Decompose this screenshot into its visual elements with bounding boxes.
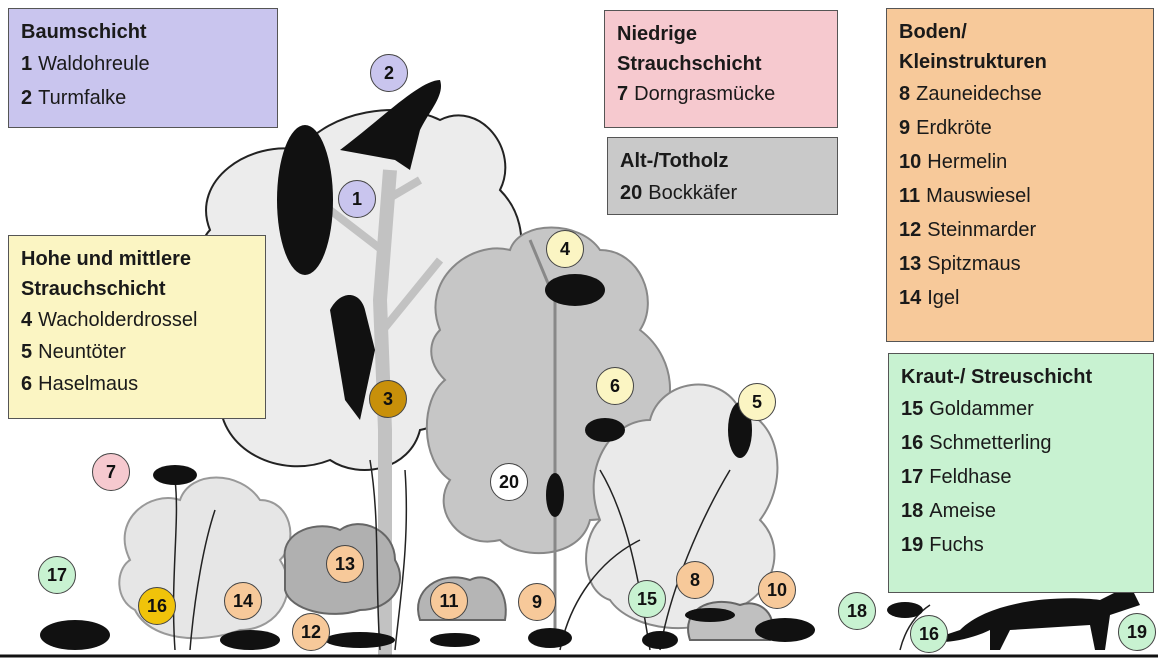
bunting-silhouette [642, 631, 678, 649]
marten-silhouette [325, 632, 395, 648]
species-badge: 18 [838, 592, 876, 630]
fox-silhouette [930, 585, 1140, 650]
species-badge: 7 [92, 453, 130, 491]
species-badge: 1 [338, 180, 376, 218]
species-badge: 8 [676, 561, 714, 599]
species-badge: 10 [758, 571, 796, 609]
fieldfare-silhouette [545, 274, 605, 306]
species-badge: 16 [910, 615, 948, 653]
legend-title: Kraut-/ Streuschicht [901, 366, 1093, 388]
high-shrub-bush [585, 383, 779, 630]
species-badge: 14 [224, 582, 262, 620]
legend-title: Niedrige Strauchschicht [617, 23, 762, 75]
legend-title: Alt-/Totholz [620, 150, 729, 172]
kestrel-silhouette [340, 80, 441, 170]
species-badge: 5 [738, 383, 776, 421]
species-badge: 6 [596, 367, 634, 405]
butterfly-silhouette [887, 602, 923, 618]
legend-title: Boden/ Kleinstrukturen [899, 21, 1047, 73]
hedgehog-silhouette [220, 630, 280, 650]
lizard-silhouette [685, 608, 735, 622]
longhorn-beetle-silhouette [546, 473, 564, 517]
whitethroat-silhouette [153, 465, 197, 485]
tree-branch [327, 176, 444, 333]
species-badge: 20 [490, 463, 528, 501]
species-badge: 15 [628, 580, 666, 618]
legend-title: Baumschicht [21, 21, 147, 43]
stoat-silhouette [755, 618, 815, 642]
weasel-silhouette [430, 633, 480, 647]
dormouse-silhouette [585, 418, 625, 442]
species-badge: 2 [370, 54, 408, 92]
species-badge: 9 [518, 583, 556, 621]
owl-silhouette [277, 125, 333, 275]
hare-silhouette [40, 620, 110, 650]
species-badge: 17 [38, 556, 76, 594]
species-badge: 11 [430, 582, 468, 620]
species-badge: 16 [138, 587, 176, 625]
species-badge: 12 [292, 613, 330, 651]
grass-stalks [172, 459, 931, 651]
legend-title: Hohe und mittlere Strauchschicht [21, 248, 192, 300]
species-badge: 4 [546, 230, 584, 268]
woodpecker-silhouette [330, 295, 375, 420]
toad-silhouette [528, 628, 572, 648]
species-badge: 3 [369, 380, 407, 418]
species-badge: 19 [1118, 613, 1156, 651]
species-badge: 13 [326, 545, 364, 583]
